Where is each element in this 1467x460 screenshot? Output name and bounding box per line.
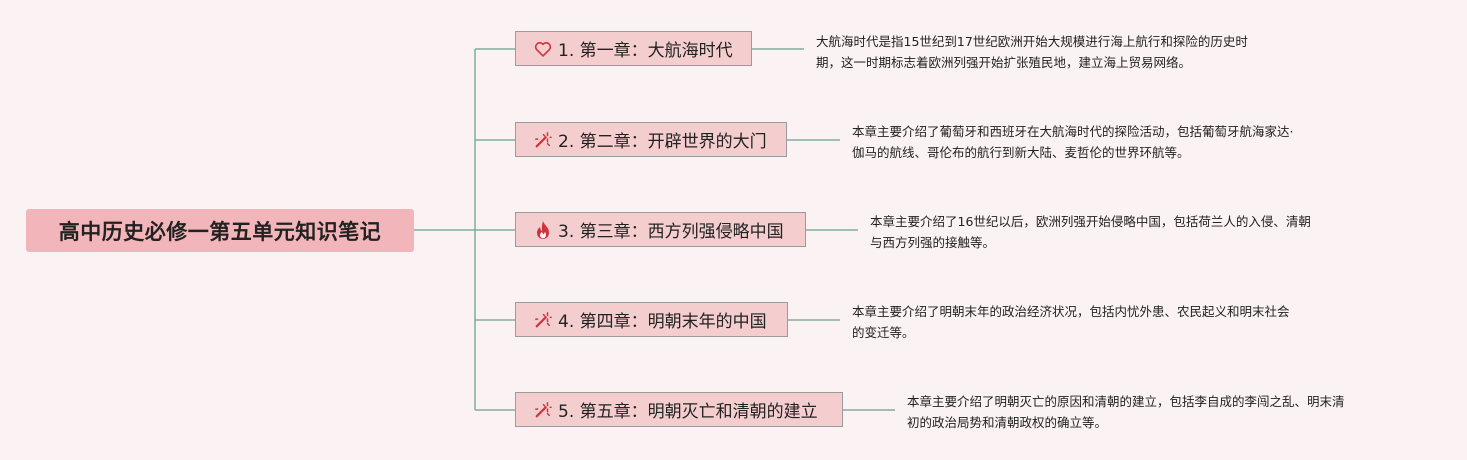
desc-line: 本章主要介绍了明朝灭亡的原因和清朝的建立，包括李自成的李闯之乱、明末清 [907,394,1345,409]
desc-line: 伽马的航线、哥伦布的航行到新大陆、麦哲伦的世界环航等。 [852,145,1190,160]
magic-wand-icon [533,400,553,420]
chapter-node-5[interactable]: 5. 第五章：明朝灭亡和清朝的建立 [515,392,843,427]
chapter-node-3[interactable]: 3. 第三章：西方列强侵略中国 [515,212,806,247]
chapter-desc-5: 本章主要介绍了明朝灭亡的原因和清朝的建立，包括李自成的李闯之乱、明末清 初的政治… [907,391,1345,433]
desc-line: 本章主要介绍了葡萄牙和西班牙在大航海时代的探险活动，包括葡萄牙航海家达· [852,124,1294,139]
desc-line: 本章主要介绍了明朝末年的政治经济状况，包括内忧外患、农民起义和明末社会 [852,304,1290,319]
magic-wand-icon [533,310,553,330]
magic-wand-icon [533,130,553,150]
heart-icon [533,39,553,59]
chapter-title-4: 4. 第四章：明朝末年的中国 [558,312,767,332]
chapter-node-1[interactable]: 1. 第一章：大航海时代 [515,31,752,66]
chapter-title-2: 2. 第二章：开辟世界的大门 [558,132,767,152]
root-title: 高中历史必修一第五单元知识笔记 [58,219,382,244]
desc-line: 大航海时代是指15世纪到17世纪欧洲开始大规模进行海上航行和探险的历史时 [816,34,1248,49]
desc-line: 初的政治局势和清朝政权的确立等。 [907,415,1108,430]
chapter-desc-2: 本章主要介绍了葡萄牙和西班牙在大航海时代的探险活动，包括葡萄牙航海家达· 伽马的… [852,121,1293,163]
chapter-title-3: 3. 第三章：西方列强侵略中国 [558,222,784,242]
fire-icon [533,220,553,240]
chapter-node-4[interactable]: 4. 第四章：明朝末年的中国 [515,302,788,337]
chapter-node-2[interactable]: 2. 第二章：开辟世界的大门 [515,122,787,157]
chapter-desc-4: 本章主要介绍了明朝末年的政治经济状况，包括内忧外患、农民起义和明末社会 的变迁等… [852,301,1290,343]
chapter-title-1: 1. 第一章：大航海时代 [558,41,733,61]
desc-line: 的变迁等。 [852,325,915,340]
chapter-desc-3: 本章主要介绍了16世纪以后，欧洲列强开始侵略中国，包括荷兰人的入侵、清朝 与西方… [870,211,1311,253]
desc-line: 本章主要介绍了16世纪以后，欧洲列强开始侵略中国，包括荷兰人的入侵、清朝 [870,214,1311,229]
root-node[interactable]: 高中历史必修一第五单元知识笔记 [26,209,414,252]
desc-line: 期，这一时期标志着欧洲列强开始扩张殖民地，建立海上贸易网络。 [816,55,1192,70]
chapter-desc-1: 大航海时代是指15世纪到17世纪欧洲开始大规模进行海上航行和探险的历史时 期，这… [816,31,1248,73]
chapter-title-5: 5. 第五章：明朝灭亡和清朝的建立 [558,402,818,422]
desc-line: 与西方列强的接触等。 [870,235,996,250]
